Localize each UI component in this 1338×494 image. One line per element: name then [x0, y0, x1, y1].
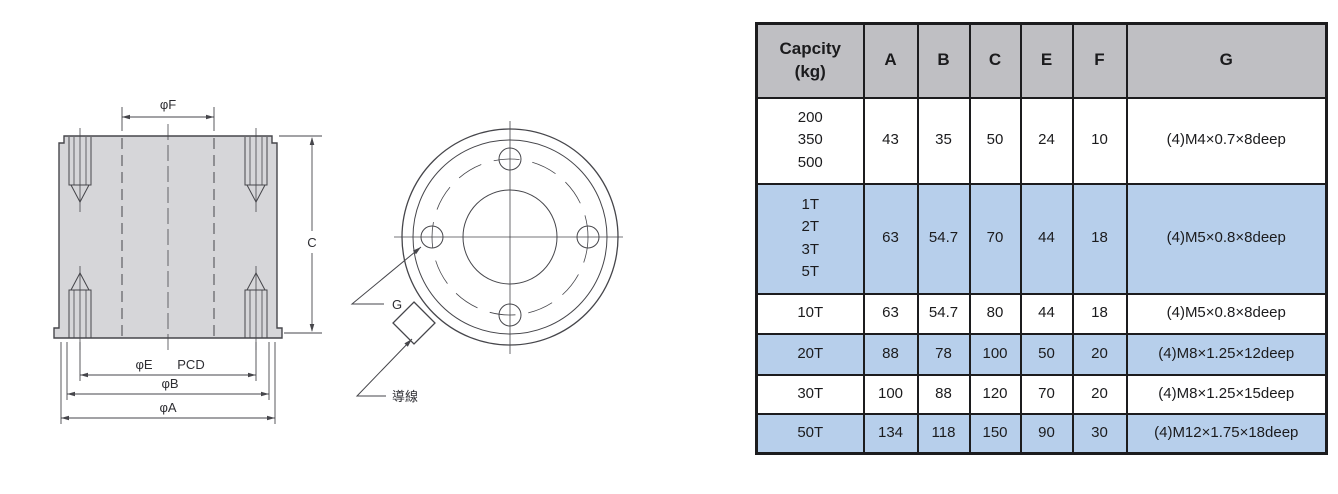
cell-capacity: 30T — [755, 373, 865, 415]
cell-f: 20 — [1071, 332, 1128, 376]
header-col-a: A — [862, 22, 919, 99]
cell-f: 10 — [1071, 96, 1128, 185]
header-col-f: F — [1071, 22, 1128, 99]
dim-label-phi-a: φA — [159, 400, 176, 415]
dim-label-phi-e: φE — [135, 357, 152, 372]
cell-a: 63 — [862, 292, 919, 335]
table-row: 30T 100 88 120 70 20 (4)M8×1.25×15deep — [755, 373, 1328, 415]
cell-g: (4)M5×0.8×8deep — [1125, 182, 1328, 295]
cell-capacity: 50T — [755, 412, 865, 455]
technical-drawing: φF C φE PCD — [53, 97, 623, 424]
dimension-table: Capcity (kg) A B C E F G 200 350 500 43 … — [755, 22, 1328, 455]
cell-e: 70 — [1019, 373, 1074, 415]
table-header-row: Capcity (kg) A B C E F G — [755, 22, 1328, 99]
bolt-hole-top — [498, 147, 522, 171]
table-row: 20T 88 78 100 50 20 (4)M8×1.25×12deep — [755, 332, 1328, 376]
leader-g: G — [350, 246, 422, 312]
tapped-hole-bottom-right — [244, 266, 268, 350]
cell-a: 88 — [862, 332, 919, 376]
top-view: G 導線 — [350, 121, 623, 404]
dim-label-pcd: PCD — [177, 357, 204, 372]
cell-c: 70 — [968, 182, 1022, 295]
cell-capacity: 1T 2T 3T 5T — [755, 182, 865, 295]
cell-capacity: 10T — [755, 292, 865, 335]
dimension-phi-a: φA — [60, 342, 276, 424]
cell-c: 100 — [968, 332, 1022, 376]
dim-label-phi-b: φB — [161, 376, 178, 391]
table-row: 200 350 500 43 35 50 24 10 (4)M4×0.7×8de… — [755, 96, 1328, 185]
cell-a: 100 — [862, 373, 919, 415]
bolt-hole-left — [420, 225, 444, 249]
cell-g: (4)M4×0.7×8deep — [1125, 96, 1328, 185]
tapped-hole-top-right — [244, 128, 268, 212]
cell-c: 150 — [968, 412, 1022, 455]
dim-label-g: G — [392, 297, 402, 312]
cell-e: 44 — [1019, 292, 1074, 335]
cell-g: (4)M5×0.8×8deep — [1125, 292, 1328, 335]
dimension-phi-e-pcd: φE PCD — [79, 342, 257, 381]
table-row: 10T 63 54.7 80 44 18 (4)M5×0.8×8deep — [755, 292, 1328, 335]
header-capacity: Capcity (kg) — [755, 22, 865, 99]
cell-capacity: 20T — [755, 332, 865, 376]
cell-b: 88 — [916, 373, 971, 415]
cell-g: (4)M8×1.25×12deep — [1125, 332, 1328, 376]
cell-c: 50 — [968, 96, 1022, 185]
table-row: 50T 134 118 150 90 30 (4)M12×1.75×18deep — [755, 412, 1328, 455]
cell-f: 18 — [1071, 182, 1128, 295]
cable-connector-diamond — [392, 301, 436, 345]
cell-e: 50 — [1019, 332, 1074, 376]
cell-b: 118 — [916, 412, 971, 455]
cell-f: 30 — [1071, 412, 1128, 455]
cell-g: (4)M8×1.25×15deep — [1125, 373, 1328, 415]
dimension-phi-b: φB — [66, 342, 270, 400]
front-view: φF C φE PCD — [53, 97, 322, 424]
bolt-hole-bottom — [498, 303, 522, 327]
cell-a: 43 — [862, 96, 919, 185]
cell-b: 54.7 — [916, 182, 971, 295]
leader-lead-wire: 導線 — [355, 338, 418, 404]
bolt-hole-right — [576, 225, 600, 249]
cell-a: 134 — [862, 412, 919, 455]
cell-e: 90 — [1019, 412, 1074, 455]
header-col-g: G — [1125, 22, 1328, 99]
cell-c: 120 — [968, 373, 1022, 415]
header-col-c: C — [968, 22, 1022, 99]
dim-label-phi-f: φF — [160, 97, 176, 112]
cell-g: (4)M12×1.75×18deep — [1125, 412, 1328, 455]
header-col-e: E — [1019, 22, 1074, 99]
table-row: 1T 2T 3T 5T 63 54.7 70 44 18 (4)M5×0.8×8… — [755, 182, 1328, 295]
cell-b: 35 — [916, 96, 971, 185]
cell-e: 44 — [1019, 182, 1074, 295]
cell-f: 18 — [1071, 292, 1128, 335]
dimension-c: C — [279, 135, 322, 334]
header-col-b: B — [916, 22, 971, 99]
cell-a: 63 — [862, 182, 919, 295]
tapped-hole-top-left — [68, 128, 92, 212]
lead-wire-label: 導線 — [392, 389, 418, 404]
cell-c: 80 — [968, 292, 1022, 335]
cell-b: 78 — [916, 332, 971, 376]
cell-e: 24 — [1019, 96, 1074, 185]
cell-capacity: 200 350 500 — [755, 96, 865, 185]
dim-label-c: C — [307, 235, 316, 250]
dimension-phi-f: φF — [121, 97, 215, 131]
tapped-hole-bottom-left — [68, 266, 92, 350]
cell-b: 54.7 — [916, 292, 971, 335]
cell-f: 20 — [1071, 373, 1128, 415]
